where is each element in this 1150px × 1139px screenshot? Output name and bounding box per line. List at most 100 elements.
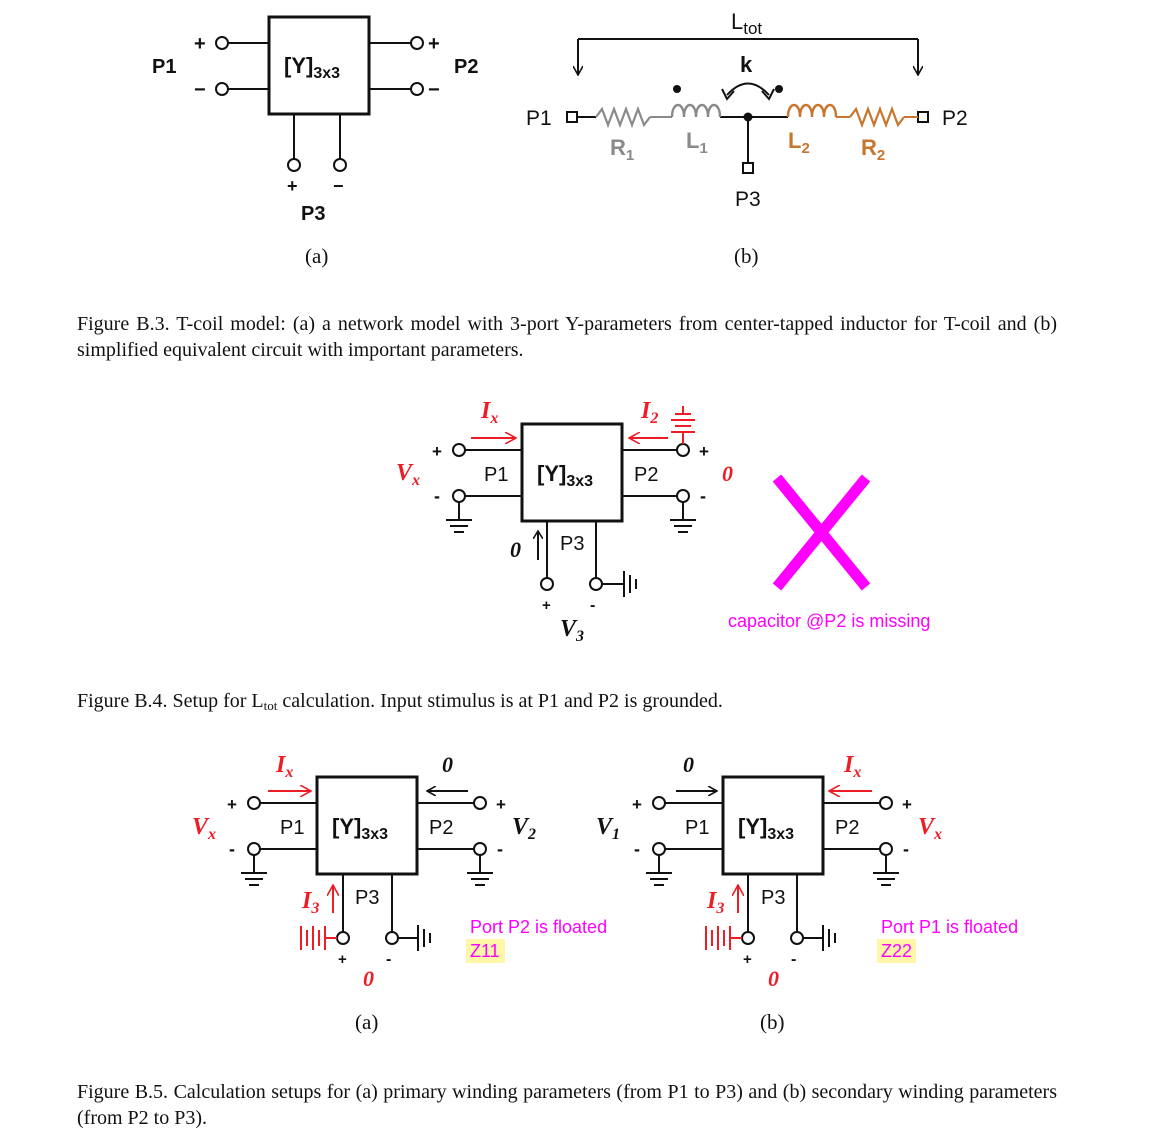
- terminal: [410, 36, 424, 50]
- terminal: [652, 796, 666, 810]
- label-i2: I2: [640, 398, 658, 427]
- cross-mark-icon: [772, 474, 871, 591]
- label-vx: Vx: [192, 814, 216, 843]
- port-label-p3: P3: [761, 887, 785, 909]
- terminal: [215, 36, 229, 50]
- inductor-l1-icon: [670, 103, 722, 118]
- block-label: [Y]3x3: [537, 461, 593, 490]
- block-label: [Y]3x3: [738, 814, 794, 843]
- port-label-p2: P2: [454, 56, 478, 78]
- polarity-plus: +: [632, 795, 642, 814]
- terminal-p2: [917, 111, 929, 123]
- polarity-plus: +: [699, 442, 709, 461]
- terminal: [215, 82, 229, 96]
- l1-label: L1: [686, 128, 708, 157]
- polarity-plus: +: [287, 176, 298, 196]
- label-vx: Vx: [918, 814, 942, 843]
- polarity-minus: -: [791, 951, 796, 968]
- terminal: [336, 931, 350, 945]
- label-ix: Ix: [275, 752, 293, 781]
- port-label-p3: P3: [735, 188, 761, 211]
- port-label-p1: P1: [685, 817, 709, 839]
- sublabel-a: (a): [305, 244, 328, 268]
- label-i3: I3: [301, 888, 319, 917]
- label-zero: 0: [363, 966, 374, 991]
- terminal-p3: [742, 162, 754, 174]
- port-label-p2: P2: [942, 107, 968, 130]
- terminal: [741, 931, 755, 945]
- fig-b3a-network-model: [215, 15, 424, 172]
- polarity-minus: -: [590, 597, 595, 614]
- polarity-plus: +: [194, 33, 206, 55]
- label-zero: 0: [722, 461, 733, 486]
- terminal: [652, 842, 666, 856]
- port-label-p1: P1: [280, 817, 304, 839]
- terminal: [473, 796, 487, 810]
- floated-note: Port P1 is floated: [881, 917, 1018, 937]
- center-tap-node: [743, 112, 753, 122]
- polarity-plus: +: [496, 795, 506, 814]
- dc-source-icon: [705, 926, 742, 950]
- port-label-p1: P1: [484, 464, 508, 486]
- block-label: [Y]3x3: [332, 814, 388, 843]
- caption-figure-b4: Figure B.4. Setup for Ltot calculation. …: [77, 690, 723, 713]
- terminal: [879, 842, 893, 856]
- terminal: [385, 931, 399, 945]
- resistor-r2-icon: [849, 105, 905, 129]
- port-label-p2: P2: [634, 464, 658, 486]
- r1-label: R1: [610, 135, 634, 164]
- coupling-arrow-icon: [726, 82, 770, 96]
- l2-label: L2: [788, 128, 810, 157]
- resistor-r1-icon: [595, 105, 651, 129]
- sublabel-a: (a): [355, 1010, 378, 1034]
- polarity-minus: -: [497, 839, 503, 859]
- sublabel-b: (b): [760, 1010, 785, 1034]
- impedance-tag: Z11: [470, 941, 500, 961]
- polarity-minus: -: [903, 839, 909, 859]
- ground-icon: [446, 502, 472, 533]
- polarity-minus: -: [700, 486, 706, 506]
- terminal: [287, 158, 301, 172]
- terminal: [540, 577, 554, 591]
- ground-icon: [467, 855, 493, 886]
- y-matrix-block: [267, 15, 371, 116]
- block-label: [Y]3x3: [284, 53, 340, 82]
- polarity-plus: +: [743, 951, 752, 968]
- polarity-plus: +: [432, 442, 442, 461]
- y-matrix-block: [315, 775, 419, 876]
- port-label-p1: P1: [152, 56, 176, 78]
- polarity-minus: -: [434, 486, 440, 506]
- polarity-minus: −: [194, 79, 206, 101]
- terminal: [452, 443, 466, 457]
- impedance-tag: Z22: [881, 941, 912, 961]
- ltot-label: Ltot: [731, 9, 762, 38]
- port-label-p3: P3: [301, 203, 325, 225]
- port-label-p3: P3: [355, 887, 379, 909]
- floated-note: Port P2 is floated: [470, 917, 607, 937]
- ground-icon: [873, 855, 899, 886]
- terminal-p1: [566, 111, 578, 123]
- r2-label: R2: [861, 135, 885, 164]
- port-label-p1: P1: [526, 107, 552, 130]
- terminal: [247, 842, 261, 856]
- ground-icon: [670, 502, 696, 533]
- terminal: [333, 158, 347, 172]
- terminal: [676, 443, 690, 457]
- terminal: [473, 842, 487, 856]
- port-label-p2: P2: [835, 817, 859, 839]
- polarity-plus: +: [428, 33, 440, 55]
- terminal: [676, 489, 690, 503]
- dc-source-icon: [300, 926, 337, 950]
- terminal: [410, 82, 424, 96]
- polarity-dot: [775, 85, 783, 93]
- tag-highlight: [466, 939, 505, 963]
- terminal: [879, 796, 893, 810]
- ground-icon: [602, 571, 637, 597]
- ground-icon: [398, 925, 431, 951]
- polarity-minus: -: [229, 839, 235, 859]
- polarity-dot: [673, 85, 681, 93]
- caption-figure-b3: Figure B.3. T-coil model: (a) a network …: [77, 313, 1057, 361]
- polarity-minus: −: [333, 176, 344, 196]
- missing-capacitor-note: capacitor @P2 is missing: [728, 611, 930, 631]
